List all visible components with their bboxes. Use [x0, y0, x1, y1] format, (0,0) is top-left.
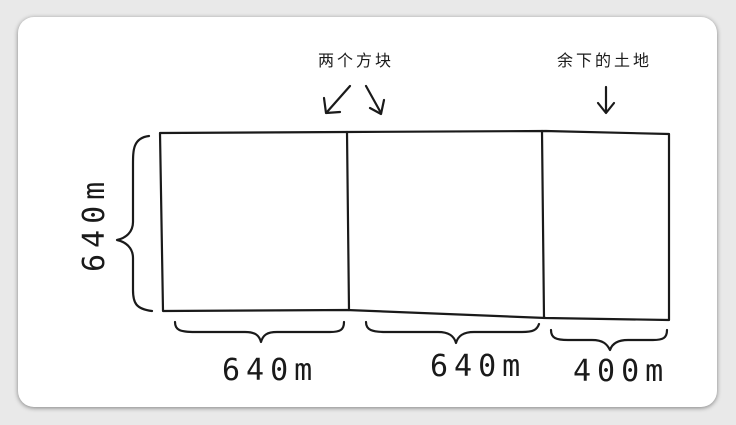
divider-square-2-remaining [540, 129, 546, 320]
width-label-square-1: 640m [222, 353, 319, 388]
height-dimension-label: 640m [77, 175, 112, 272]
annotation-remaining-land: 余下的土地 [557, 51, 653, 70]
divider-square-1-2 [345, 130, 351, 312]
width-brace-square-1 [173, 320, 346, 344]
annotation-two-squares: 两个方块 [318, 51, 395, 70]
width-label-remaining: 400m [573, 354, 670, 389]
arrow-down-left-icon [322, 84, 352, 115]
arrow-down-right-icon [364, 84, 386, 116]
width-brace-square-2 [364, 320, 541, 345]
height-brace [115, 134, 154, 313]
arrow-down-icon [596, 85, 616, 115]
land-outline [158, 129, 671, 322]
width-label-square-2: 640m [430, 349, 527, 384]
width-brace-remaining [549, 328, 669, 352]
